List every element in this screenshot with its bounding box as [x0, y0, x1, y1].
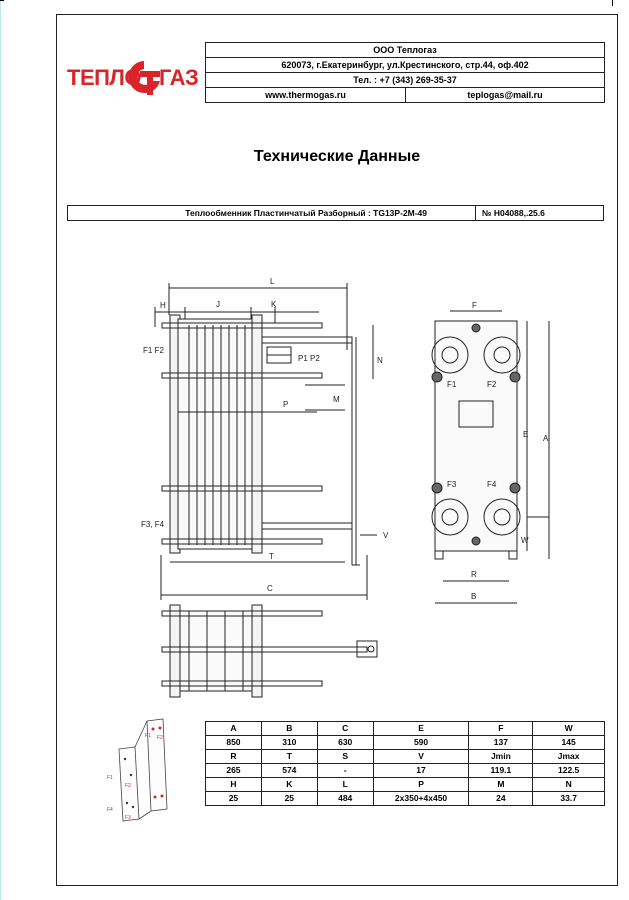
logo-mark-icon [128, 61, 160, 95]
svg-text:L: L [270, 277, 275, 286]
spec-value-cell: 17 [372, 763, 470, 778]
spec-header-cell: K [260, 777, 318, 792]
svg-text:P: P [283, 400, 288, 409]
product-number: № H04088,.25.6 [475, 205, 604, 221]
svg-text:F: F [472, 301, 477, 310]
svg-text:F1 F2: F1 F2 [143, 346, 164, 355]
drawing-sheet: ТЕПЛО ГАЗ ООО Теплогаз 620073, г.Екатери… [56, 14, 618, 886]
spec-value-cell: 574 [260, 763, 318, 778]
svg-text:W: W [521, 536, 529, 545]
svg-text:F1: F1 [145, 733, 151, 739]
svg-text:F4: F4 [487, 480, 497, 489]
svg-text:P1 P2: P1 P2 [298, 354, 320, 363]
svg-text:F2: F2 [487, 380, 497, 389]
company-phone: Тел. : +7 (343) 269-35-37 [205, 72, 605, 88]
company-email[interactable]: teplogas@mail.ru [405, 87, 605, 103]
spec-header-cell: A [205, 721, 262, 736]
company-info-table: ООО Теплогаз 620073, г.Екатеринбург, ул.… [205, 42, 605, 103]
page-edge-line [0, 0, 1, 900]
spec-value-cell: 24 [468, 791, 534, 806]
spec-value-cell: 310 [260, 735, 318, 750]
svg-text:N: N [377, 356, 383, 365]
spec-header-cell: L [316, 777, 374, 792]
spec-value-cell: 145 [532, 735, 605, 750]
spec-header-cell: N [532, 777, 605, 792]
svg-text:B: B [471, 592, 476, 601]
crop-mark [0, 0, 4, 1]
spec-value-cell: 122.5 [532, 763, 605, 778]
svg-text:K: K [271, 300, 277, 309]
svg-text:F2: F2 [157, 735, 163, 741]
port-schema-diagram: F1 F2 F1 F2 F4 F3 [107, 718, 168, 822]
spec-header-cell: Jmin [468, 749, 534, 764]
spec-value-cell: 630 [316, 735, 374, 750]
svg-text:C: C [267, 584, 273, 593]
svg-text:E: E [523, 430, 528, 439]
svg-text:H: H [160, 301, 166, 310]
svg-text:A: A [543, 434, 549, 443]
front-view [431, 310, 550, 604]
spec-value-cell: 850 [205, 735, 262, 750]
spec-header-cell: Jmax [532, 749, 605, 764]
company-logo: ТЕПЛО ГАЗ [67, 59, 207, 107]
spec-value-cell: 137 [468, 735, 534, 750]
side-view [154, 283, 377, 600]
svg-text:F3: F3 [447, 480, 457, 489]
product-name: Теплообменник Пластинчатый Разборный : T… [67, 205, 476, 221]
svg-text:V: V [383, 531, 389, 540]
spec-header-cell: W [532, 721, 605, 736]
crop-mark [612, 0, 613, 6]
page-title: Технические Данные [253, 148, 421, 165]
spec-header-cell: S [316, 749, 374, 764]
spec-header-cell: E [372, 721, 470, 736]
company-address: 620073, г.Екатеринбург, ул.Крестинского,… [205, 57, 605, 73]
logo-text-right: ГАЗ [159, 65, 199, 90]
product-bar: Теплообменник Пластинчатый Разборный : T… [67, 205, 604, 221]
spec-value-cell: 25 [205, 791, 262, 806]
svg-text:F3: F3 [125, 815, 131, 821]
spec-header-cell: V [372, 749, 470, 764]
technical-drawing: L H J K N M P T C V F1 F2 P1 P2 F3, F4 F… [141, 277, 550, 698]
spec-header-cell: C [316, 721, 374, 736]
spec-header-cell: B [260, 721, 318, 736]
top-view [161, 604, 378, 698]
spec-value-cell: 33.7 [532, 791, 605, 806]
spec-value-cell: 25 [260, 791, 318, 806]
spec-header-cell: P [372, 777, 470, 792]
spec-value-cell: 2x350+4x450 [372, 791, 470, 806]
spec-header-cell: H [205, 777, 262, 792]
svg-text:F3, F4: F3, F4 [141, 520, 165, 529]
spec-value-cell: - [316, 763, 374, 778]
spec-header-cell: M [468, 777, 534, 792]
svg-text:F1: F1 [107, 775, 113, 781]
svg-text:R: R [471, 570, 477, 579]
spec-header-cell: T [260, 749, 318, 764]
svg-text:F4: F4 [107, 807, 113, 813]
spec-value-cell: 590 [372, 735, 470, 750]
drawing-labels: L H J K N M P T C V F1 F2 P1 P2 F3, F4 F… [141, 277, 549, 601]
spec-value-cell: 119.1 [468, 763, 534, 778]
spec-value-cell: 484 [316, 791, 374, 806]
company-website[interactable]: www.thermogas.ru [205, 87, 406, 103]
svg-text:T: T [269, 552, 274, 561]
svg-text:F2: F2 [125, 783, 131, 789]
svg-text:J: J [216, 300, 220, 309]
company-name: ООО Теплогаз [205, 42, 605, 58]
svg-text:M: M [333, 395, 340, 404]
spec-value-cell: 265 [205, 763, 262, 778]
svg-text:F1: F1 [447, 380, 457, 389]
spec-header-cell: F [468, 721, 534, 736]
spec-header-cell: R [205, 749, 262, 764]
